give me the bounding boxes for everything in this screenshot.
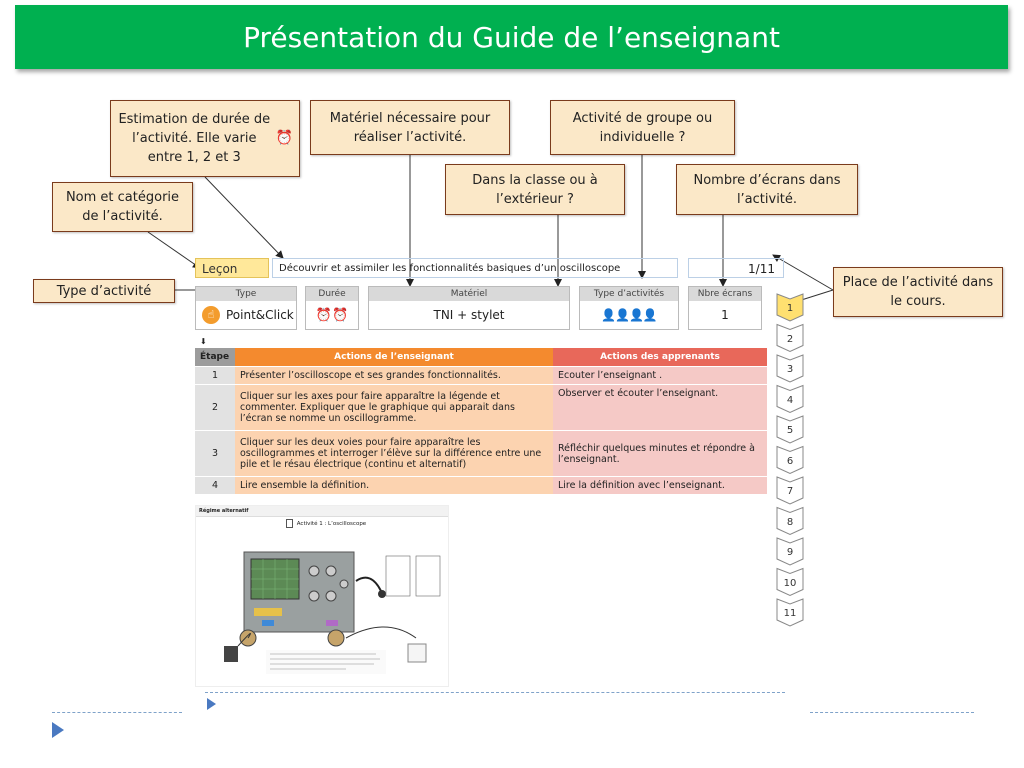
lesson-title: Découvrir et assimiler les fonctionnalit… — [272, 258, 678, 278]
step-number: 2 — [195, 384, 235, 431]
callout-position: Place de l’activité dans le cours. — [833, 267, 1003, 317]
nav-item-6[interactable]: 6 — [786, 455, 794, 467]
nav-item-10[interactable]: 10 — [783, 577, 797, 589]
learner-action: Observer et écouter l’enseignant. — [553, 384, 767, 431]
group-people-icon: 👤👤👤👤 — [601, 308, 658, 322]
screens-label: Nbre écrans — [689, 287, 761, 301]
learner-action: Lire la définition avec l’enseignant. — [553, 476, 767, 495]
arrow-name — [147, 231, 201, 269]
duration-box: Durée ⏰⏰ — [305, 286, 359, 330]
nav-chevron-shape — [776, 384, 804, 414]
screen-preview: Régime alternatif Activité 1 : L’oscillo… — [195, 505, 449, 687]
header-teacher: Actions de l’enseignant — [235, 348, 553, 367]
footer-divider-right — [810, 712, 974, 713]
play-icon[interactable] — [52, 722, 64, 738]
table-row: 2 Cliquer sur les axes pour faire appara… — [195, 384, 767, 431]
callout-position-text: Place de l’activité dans le cours. — [842, 275, 994, 309]
teacher-action: Lire ensemble la définition. — [235, 476, 553, 495]
footer-divider-left — [52, 712, 182, 713]
slide-title-bar: Présentation du Guide de l’enseignant — [15, 5, 1008, 69]
arrow-duration — [204, 176, 284, 259]
step-number: 4 — [195, 476, 235, 495]
callout-name: Nom et catégorie de l’activité. — [52, 182, 193, 232]
type-label: Type — [196, 287, 296, 301]
step-number: 1 — [195, 366, 235, 385]
callout-screens: Nombre d’écrans dans l’activité. — [676, 164, 858, 215]
nav-chevron-shape — [776, 537, 804, 566]
nav-chevron-shape — [776, 354, 804, 383]
nav-item-2[interactable]: 2 — [786, 333, 794, 345]
screens-box: Nbre écrans 1 — [688, 286, 762, 330]
material-label: Matériel — [369, 287, 569, 301]
callout-material-text: Matériel nécessaire pour réaliser l’acti… — [329, 110, 491, 145]
teacher-action: Cliquer sur les axes pour faire apparaît… — [235, 384, 553, 431]
nav-chevron-shape — [776, 323, 804, 353]
callout-material: Matériel nécessaire pour réaliser l’acti… — [310, 100, 510, 155]
callout-duration-text: Estimation de durée de l’activité. Elle … — [118, 112, 271, 165]
nav-chevron-shape — [776, 506, 804, 536]
table-row: 1 Présenter l’oscilloscope et ses grande… — [195, 366, 767, 385]
nav-chevron-shape — [776, 293, 804, 322]
nav-item-11[interactable]: 11 — [783, 608, 797, 619]
preview-title-row: Activité 1 : L’oscilloscope — [286, 519, 366, 528]
material-value: TNI + stylet — [433, 308, 505, 322]
document-icon — [286, 519, 293, 528]
nav-chevron-shape — [776, 567, 804, 597]
callout-type-text: Type d’activité — [56, 283, 152, 299]
nav-item-1[interactable]: 1 — [786, 303, 794, 314]
nav-chevron-shape — [776, 445, 804, 475]
teacher-action: Cliquer sur les deux voies pour faire ap… — [235, 430, 553, 477]
nav-chevrons — [776, 293, 804, 627]
preview-title: Activité 1 : L’oscilloscope — [296, 521, 367, 527]
bottom-divider — [205, 692, 785, 693]
duration-label: Durée — [306, 287, 358, 301]
nav-chevron-shape — [776, 476, 804, 505]
nav-item-5[interactable]: 5 — [786, 425, 794, 436]
nav-chevron-shape — [776, 598, 804, 627]
learner-action: Réfléchir quelques minutes et répondre à… — [553, 430, 767, 477]
screens-value: 1 — [721, 308, 729, 322]
play-icon-small — [207, 698, 216, 710]
callout-place: Dans la classe ou à l’extérieur ? — [445, 164, 625, 215]
header-learner: Actions des apprenants — [553, 348, 767, 367]
callout-duration: Estimation de durée de l’activité. Elle … — [110, 100, 300, 177]
alarm-clock-icon: ⏰ — [275, 130, 293, 146]
nav-item-7[interactable]: 7 — [786, 486, 794, 497]
oscilloscope-illustration — [224, 551, 441, 674]
pointer-hand-icon: ☝ — [202, 306, 220, 324]
header-step: Étape — [195, 348, 235, 367]
nav-item-3[interactable]: 3 — [786, 364, 794, 375]
lesson-category: Leçon — [195, 258, 269, 278]
activity-type-label: Type d’activités — [580, 287, 678, 301]
nav-item-9[interactable]: 9 — [786, 547, 794, 558]
down-arrow-icon: ⬇ — [200, 337, 207, 346]
callout-place-text: Dans la classe ou à l’extérieur ? — [472, 172, 598, 207]
clock-icon: ⏰⏰ — [315, 307, 349, 323]
type-value: Point&Click — [226, 308, 294, 322]
table-row: 3 Cliquer sur les deux voies pour faire … — [195, 430, 767, 477]
nav-chevron-shape — [776, 415, 804, 444]
callout-type: Type d’activité — [33, 279, 175, 303]
nav-item-8[interactable]: 8 — [786, 516, 794, 528]
steps-table: Étape Actions de l’enseignant Actions de… — [195, 348, 767, 495]
teacher-action: Présenter l’oscilloscope et ses grandes … — [235, 366, 553, 385]
table-row: 4 Lire ensemble la définition. Lire la d… — [195, 476, 767, 495]
type-box: Type ☝ Point&Click — [195, 286, 297, 330]
callout-group: Activité de groupe ou individuelle ? — [550, 100, 735, 155]
activity-type-box: Type d’activités 👤👤👤👤 — [579, 286, 679, 330]
preview-header: Régime alternatif — [196, 506, 448, 517]
page-counter: 1/11 — [688, 258, 784, 278]
step-number: 3 — [195, 430, 235, 477]
learner-action: Ecouter l’enseignant . — [553, 366, 767, 385]
callout-name-text: Nom et catégorie de l’activité. — [65, 190, 180, 224]
material-box: Matériel TNI + stylet — [368, 286, 570, 330]
nav-item-4[interactable]: 4 — [786, 394, 794, 406]
callout-group-text: Activité de groupe ou individuelle ? — [572, 110, 713, 145]
callout-screens-text: Nombre d’écrans dans l’activité. — [693, 172, 841, 207]
slide-title: Présentation du Guide de l’enseignant — [243, 20, 780, 54]
